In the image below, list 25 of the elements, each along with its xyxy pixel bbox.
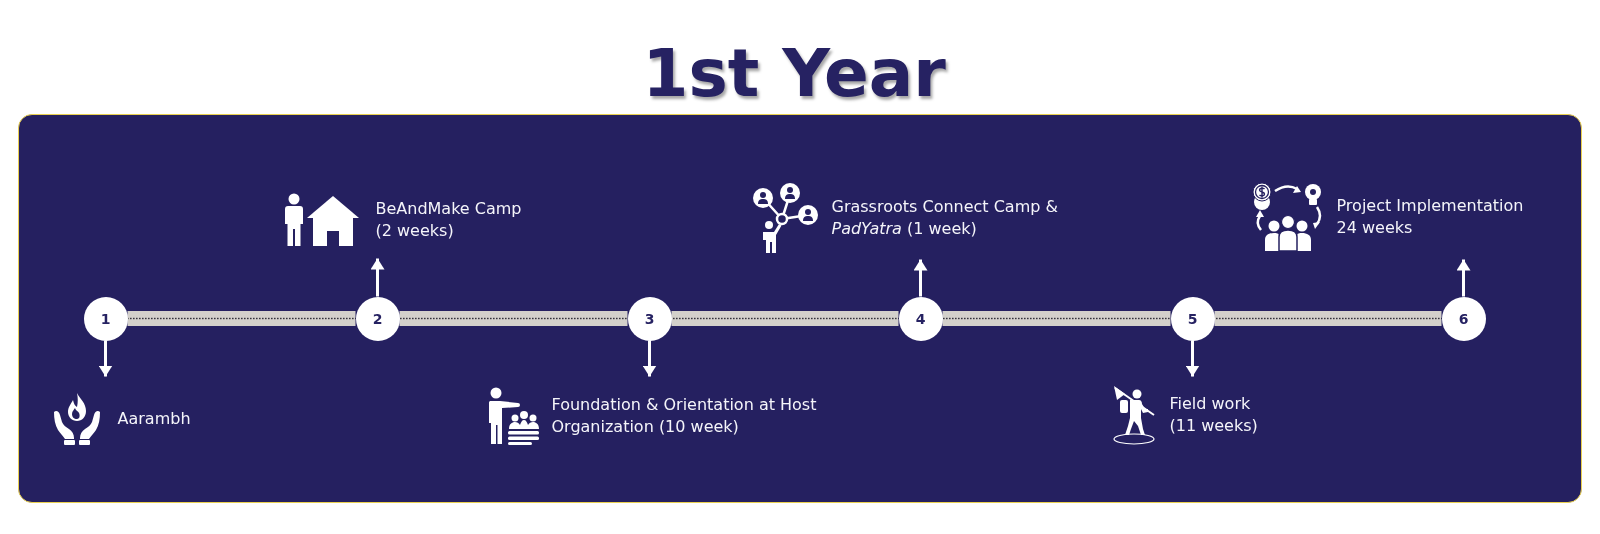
arrow — [642, 340, 657, 377]
step-description: Project Implementation 24 weeks — [1336, 194, 1525, 239]
arrow — [1456, 259, 1471, 297]
timeline-panel — [18, 114, 1582, 503]
step-description: Grassroots Connect Camp & PadYatra (1 week) — [831, 195, 1059, 240]
step-marker: 6 — [1441, 296, 1486, 341]
step-marker: 3 — [627, 296, 672, 341]
step-description: BeAndMake Camp (2 weeks) — [375, 197, 523, 242]
arrow — [370, 258, 385, 297]
page-title: 1st Year — [642, 41, 946, 107]
timeline-bar — [399, 311, 628, 326]
timeline-bar — [1214, 311, 1442, 326]
step-description: Foundation & Orientation at Host Organization (10 week) — [551, 393, 818, 438]
step-marker: 1 — [83, 296, 128, 341]
arrow — [1185, 340, 1200, 377]
step-marker: 4 — [898, 296, 943, 341]
arrow — [913, 259, 928, 297]
step-marker: 2 — [355, 296, 400, 341]
step-description: Field work (11 weeks) — [1169, 392, 1259, 437]
timeline-bar — [942, 311, 1171, 326]
step-description: Aarambh — [117, 407, 192, 430]
step-marker: 5 — [1170, 296, 1215, 341]
arrow — [98, 340, 113, 377]
timeline-bar — [127, 311, 356, 326]
timeline-bar — [671, 311, 899, 326]
